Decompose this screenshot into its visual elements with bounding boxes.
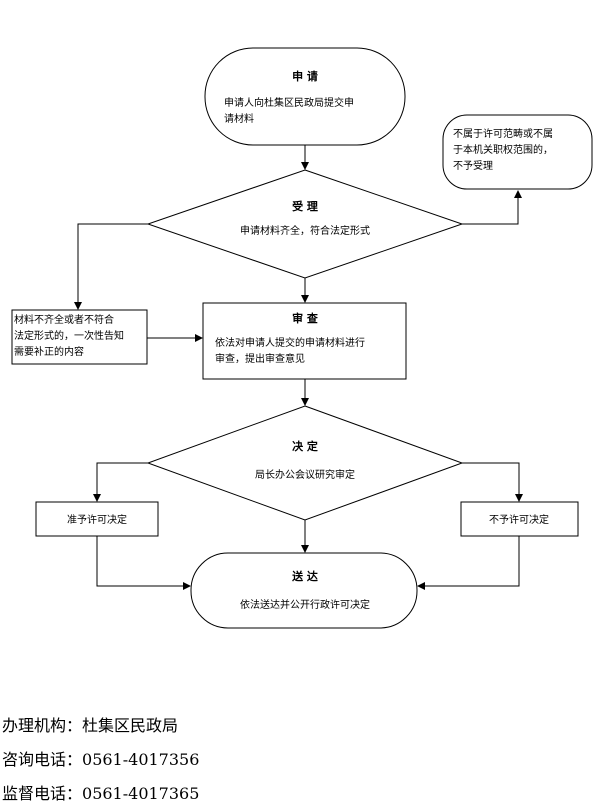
accept-title: 受 理 — [292, 199, 318, 213]
arrow-accept-to-incomplete — [74, 223, 148, 310]
decide-line-1: 局长办公会议研究审定 — [255, 468, 355, 481]
deliver-node: 送 达 依法送达并公开行政许可决定 — [190, 552, 418, 629]
apply-title: 申 请 — [292, 69, 318, 83]
footer-supervise: 监督电话：0561-4017365 — [2, 784, 199, 804]
review-title: 审 查 — [292, 311, 318, 325]
incomplete-line-3: 需要补正的内容 — [14, 345, 84, 358]
not-in-scope-line-3: 不予受理 — [453, 160, 493, 172]
review-line-1: 依法对申请人提交的申请材料进行 — [215, 336, 365, 349]
footer-consult: 咨询电话：0561-4017356 — [2, 750, 199, 770]
incomplete-line-1: 材料不齐全或者不符合 — [14, 313, 114, 326]
footer-consult-label: 咨询电话： — [2, 750, 83, 769]
deliver-title: 送 达 — [291, 569, 318, 583]
arrow-decide-to-deny — [462, 462, 523, 502]
review-node: 审 查 依法对申请人提交的申请材料进行 审查，提出审查意见 — [202, 302, 407, 380]
arrow-deny-to-deliver — [417, 536, 520, 590]
footer-agency-label: 办理机构： — [2, 716, 83, 735]
deny-node: 不予许可决定 — [460, 501, 579, 537]
grant-line-1: 准予许可决定 — [67, 513, 127, 526]
deny-line-1: 不予许可决定 — [489, 513, 549, 526]
deliver-line-1: 依法送达并公开行政许可决定 — [240, 598, 370, 611]
not-in-scope-node: 不属于许可范畴或不属 于本机关职权范围的， 不予受理 — [442, 114, 593, 190]
footer-supervise-label: 监督电话： — [2, 784, 83, 803]
review-line-2: 审查，提出审查意见 — [215, 352, 305, 365]
arrow-accept-to-not-in-scope — [462, 190, 522, 225]
grant-node: 准予许可决定 — [35, 501, 159, 537]
decide-title: 决 定 — [292, 439, 318, 453]
footer-agency: 办理机构：杜集区民政局 — [2, 716, 178, 736]
arrow-decide-to-grant — [93, 462, 148, 502]
arrow-grant-to-deliver — [96, 536, 191, 590]
not-in-scope-line-2: 于本机关职权范围的， — [453, 143, 553, 156]
incomplete-line-2: 法定形式的，一次性告知 — [14, 329, 124, 342]
apply-node: 申 请 申请人向杜集区民政局提交申 请材料 — [204, 47, 406, 146]
apply-line-1: 申请人向杜集区民政局提交申 — [224, 96, 354, 109]
apply-line-2: 请材料 — [224, 112, 254, 125]
incomplete-node: 材料不齐全或者不符合 法定形式的，一次性告知 需要补正的内容 — [11, 309, 148, 365]
decide-node: 决 定 局长办公会议研究审定 — [146, 405, 464, 521]
accept-line-1: 申请材料齐全，符合法定形式 — [240, 224, 370, 237]
flowchart: 申 请 申请人向杜集区民政局提交申 请材料 不属于许可范畴或不属 于本机关职权范… — [11, 47, 593, 629]
not-in-scope-line-1: 不属于许可范畴或不属 — [453, 127, 553, 140]
accept-node: 受 理 申请材料齐全，符合法定形式 — [146, 169, 464, 279]
footer-consult-value: 0561-4017356 — [82, 750, 200, 769]
footer-agency-value: 杜集区民政局 — [82, 716, 179, 735]
footer-supervise-value: 0561-4017365 — [82, 784, 200, 803]
